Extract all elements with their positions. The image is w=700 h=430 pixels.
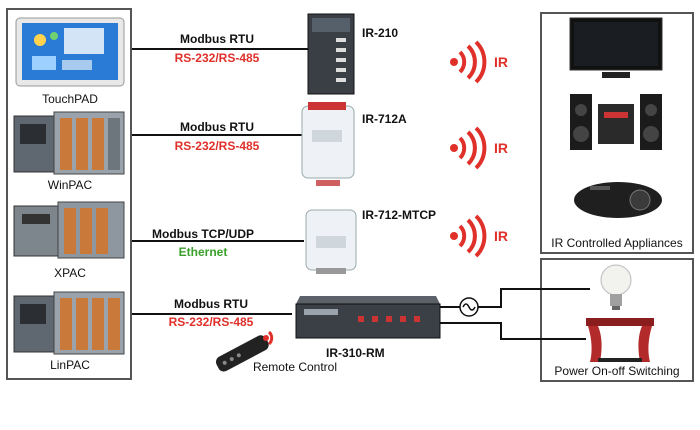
stage-curtain-icon <box>586 318 654 362</box>
module-label-ir-210: IR-210 <box>362 26 399 40</box>
power-line-lower-h2 <box>500 338 586 340</box>
linpac-image <box>12 288 128 356</box>
protocol-label-2: Modbus RTU <box>180 120 254 134</box>
winpac-image <box>12 108 128 176</box>
ir-210-module-icon <box>307 13 355 95</box>
device-label-linpac: LinPAC <box>50 358 90 372</box>
plc-winpac-icon <box>13 111 125 175</box>
power-line-upper-v <box>500 288 502 308</box>
ir-712a-module-icon <box>301 102 355 186</box>
touchpad-image <box>14 16 126 90</box>
power-line-lower-h <box>440 322 500 324</box>
power-line-lower-v <box>500 322 502 340</box>
appliances-label: IR Controlled Appliances <box>551 236 683 250</box>
interface-label-4: RS-232/RS-485 <box>168 315 254 329</box>
ir-wave-icon-3 <box>450 214 487 258</box>
link-line-4 <box>132 313 292 315</box>
module-label-ir-712-mtcp: IR-712-MTCP <box>362 208 437 222</box>
remote-control-label: Remote Control <box>252 360 338 374</box>
ir-signal-label-3: IR <box>494 228 508 244</box>
link-line-3 <box>132 240 304 242</box>
tv-icon <box>569 17 663 78</box>
device-label-xpac: XPAC <box>54 266 86 280</box>
switching-label: Power On-off Switching <box>554 364 680 378</box>
protocol-label-3: Modbus TCP/UDP <box>152 227 254 241</box>
plc-xpac-icon <box>13 201 125 259</box>
touchpad-icon <box>15 17 125 87</box>
protocol-label-4: Modbus RTU <box>174 297 248 311</box>
light-bulb-icon <box>600 264 632 310</box>
plc-linpac-icon <box>13 291 125 355</box>
module-label-ir-310-rm: IR-310-RM <box>326 346 385 360</box>
ir-wave-icon-1 <box>450 40 487 84</box>
link-line-2 <box>132 134 302 136</box>
stereo-icon <box>570 94 662 150</box>
xpac-image <box>12 198 128 260</box>
projector-icon <box>574 182 662 218</box>
interface-label-1: RS-232/RS-485 <box>174 51 260 65</box>
ir-712-mtcp-module-icon <box>305 209 357 274</box>
ac-power-icon <box>459 297 479 317</box>
remote-control-icon <box>215 330 274 372</box>
protocol-label-1: Modbus RTU <box>180 32 254 46</box>
device-label-touchpad: TouchPAD <box>42 92 98 106</box>
interface-label-3: Ethernet <box>178 245 228 259</box>
interface-label-2: RS-232/RS-485 <box>174 139 260 153</box>
device-label-winpac: WinPAC <box>47 178 93 192</box>
ir-wave-icon-2 <box>450 126 487 170</box>
module-label-ir-712a: IR-712A <box>362 112 407 126</box>
ir-310-rm-unit-icon <box>295 296 441 339</box>
power-line-upper-h2 <box>500 288 590 290</box>
ir-signal-label-2: IR <box>494 140 508 156</box>
link-line-1 <box>132 48 310 50</box>
ir-signal-label-1: IR <box>494 54 508 70</box>
